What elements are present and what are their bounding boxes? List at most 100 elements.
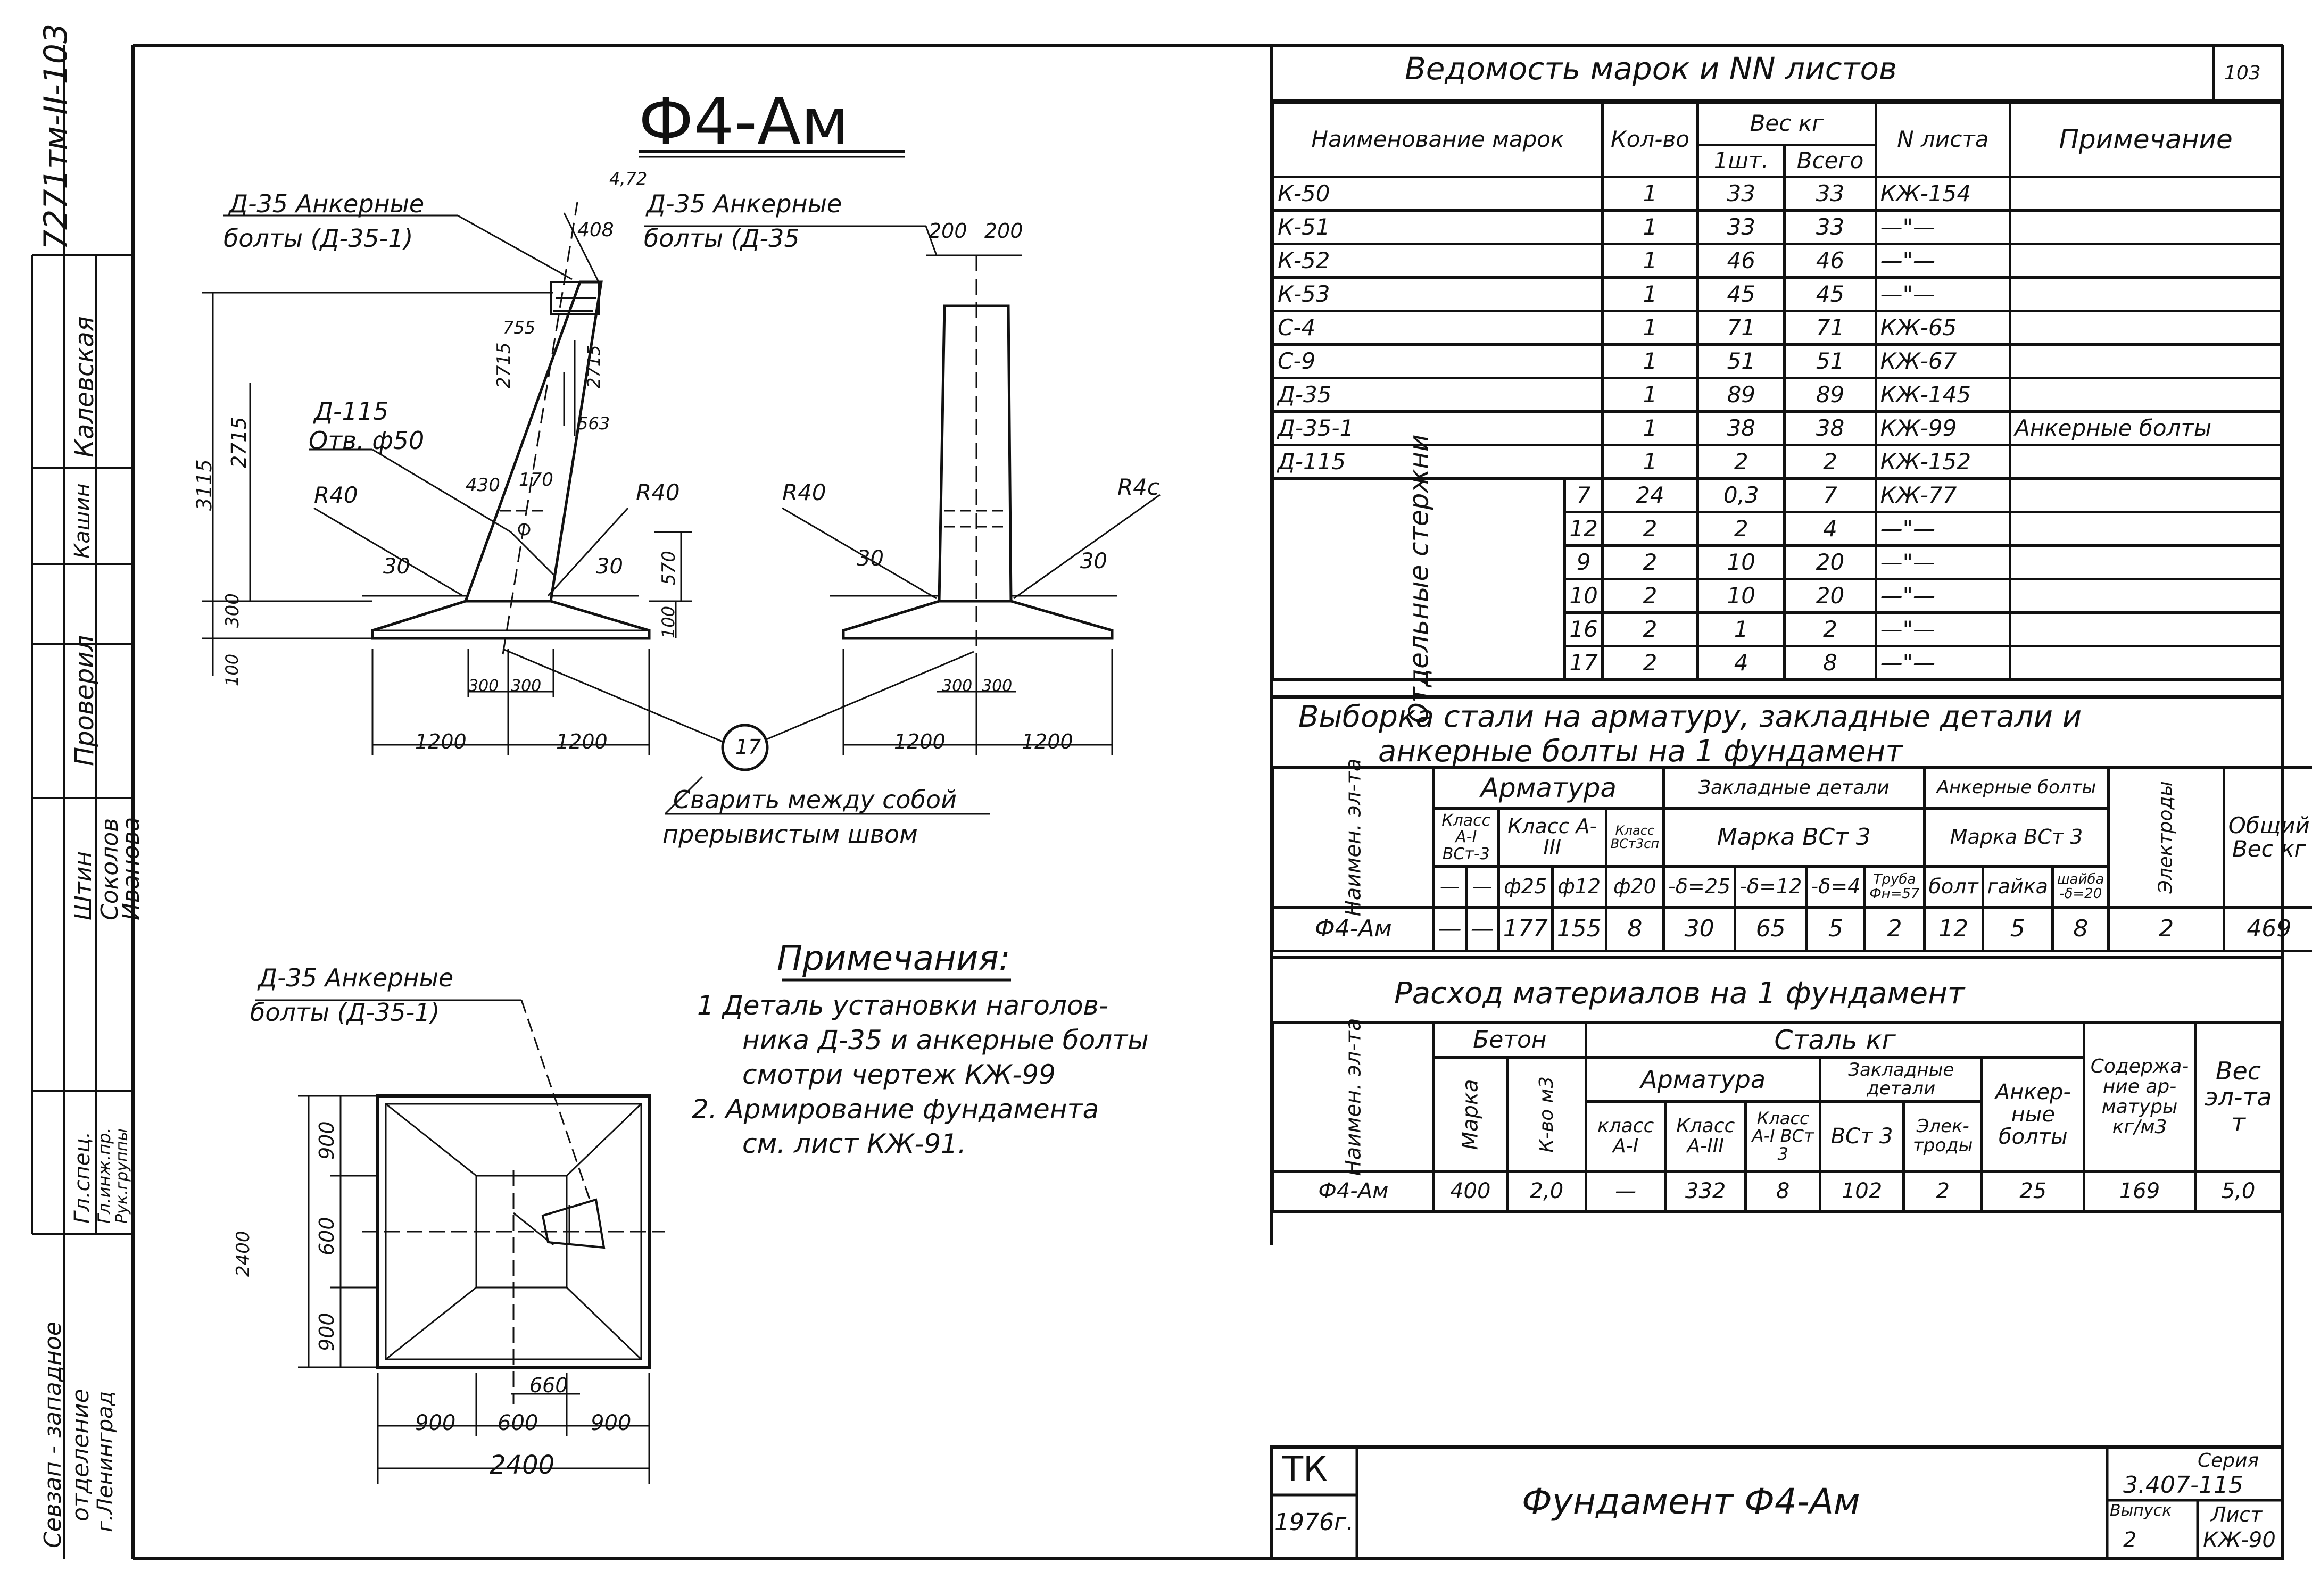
cell: 177 — [1497, 905, 1554, 953]
cell-qty: 1 — [1601, 444, 1700, 480]
sub-header: -δ=12 — [1734, 864, 1808, 909]
cell-sheet: —"— — [1874, 544, 2012, 580]
col-header: Класс А-III — [1497, 807, 1607, 868]
cell-sheet: —"— — [1874, 578, 2012, 614]
cell-unit: 89 — [1696, 377, 1786, 413]
dimension: 1200 — [415, 730, 467, 753]
cell-sheet: КЖ-99 — [1874, 410, 2012, 446]
sub-header: ф25 — [1497, 864, 1554, 909]
col-header: Общий Вес кг — [2222, 766, 2312, 909]
cell: Ф4-Ам — [1272, 905, 1435, 953]
cell-sheet: КЖ-67 — [1874, 343, 2012, 379]
cell-sheet: —"— — [1874, 243, 2012, 279]
col-header: 1шт. — [1696, 144, 1786, 178]
cell-note — [2009, 310, 2283, 346]
cell-name: К-53 — [1272, 276, 1604, 312]
cell-unit: 0,3 — [1696, 477, 1786, 513]
notes-line: 1 Деталь установки наголов- — [697, 990, 1109, 1021]
cell-sheet: —"— — [1874, 209, 2012, 245]
cell-qty: 2 — [1601, 611, 1700, 647]
cell: 8 — [1744, 1169, 1822, 1213]
table3-title: Расход материалов на 1 фундамент — [1394, 976, 1965, 1011]
col-header: Закладные детали — [1819, 1056, 1984, 1103]
cell: 469 — [2222, 905, 2312, 953]
dimension: 30 — [857, 546, 884, 571]
table3: Наимен. эл-та Бетон Сталь кг Содержа-ние… — [1272, 1018, 2283, 1213]
cell-unit: 4 — [1696, 645, 1786, 681]
notes-line: 2. Армирование фундамента — [692, 1094, 1099, 1125]
cell: 8 — [1604, 905, 1665, 953]
dimension: 563 — [577, 413, 610, 434]
bolt-label: Д-35 Анкерные — [229, 189, 425, 218]
cell: 30 — [1662, 905, 1737, 953]
col-header: Примечание — [2009, 101, 2283, 178]
col-header: Наимен. эл-та — [1272, 758, 1435, 916]
sub-header: -δ=4 — [1805, 864, 1867, 909]
col-header: Кол-во — [1601, 101, 1700, 178]
col-header: N листа — [1874, 101, 2012, 178]
dimension: 2400 — [490, 1450, 555, 1480]
sub-header: Труба Фн=57 — [1863, 864, 1926, 909]
cell-qty: 1 — [1601, 377, 1700, 413]
cell: 65 — [1734, 905, 1808, 953]
cell-name: С-4 — [1272, 310, 1604, 346]
cell: 5,0 — [2194, 1169, 2283, 1213]
cell-qty: 2 — [1601, 544, 1700, 580]
cell-note — [2009, 645, 2283, 681]
stamp-issue: 2 — [2123, 1528, 2137, 1552]
cell: 102 — [1819, 1169, 1905, 1213]
sub-header: — — [1432, 864, 1468, 909]
sub-header: гайка — [1981, 864, 2054, 909]
dimension: 30 — [1080, 549, 1107, 573]
cell-unit: 33 — [1696, 176, 1786, 212]
dimension: 1200 — [894, 730, 946, 753]
cell-name: 7 — [1563, 477, 1604, 513]
cell-name: Д-115 — [1272, 444, 1604, 480]
dimension: 300 — [982, 677, 1013, 695]
cell-total: 2 — [1783, 611, 1877, 647]
col-header: Наименование марок — [1272, 101, 1604, 178]
col-header: Марка ВСт 3 — [1922, 807, 2110, 868]
cell-unit: 45 — [1696, 276, 1786, 312]
col-header: Сталь кг — [1585, 1021, 2086, 1059]
col-header: Элек-троды — [1902, 1100, 1984, 1173]
dimension: 300 — [511, 677, 542, 695]
cell-sheet: —"— — [1874, 611, 2012, 647]
dimension: 200 — [984, 219, 1023, 243]
dimension: 1200 — [1022, 730, 1073, 753]
cell-name: 12 — [1563, 511, 1604, 547]
cell-note — [2009, 611, 2283, 647]
sub-header: -δ=25 — [1662, 864, 1737, 909]
cell: 25 — [1980, 1169, 2086, 1213]
group-label-cell: Отдельные стержни — [1271, 435, 1567, 724]
table1-title: Ведомость марок и NN листов — [1405, 51, 1897, 87]
cell-note — [2009, 444, 2283, 480]
cell-qty: 1 — [1601, 243, 1700, 279]
col-header: Анкерные болты — [1922, 766, 2110, 810]
sub-header: шайба -δ=20 — [2051, 864, 2110, 909]
row-header-label: Марка — [1458, 1078, 1483, 1150]
cell-name: 9 — [1563, 544, 1604, 580]
cell-qty: 1 — [1601, 343, 1700, 379]
cell-qty: 1 — [1601, 310, 1700, 346]
col-header: Вес кг — [1696, 101, 1877, 146]
table2-title: анкерные болты на 1 фундамент — [1378, 734, 1903, 769]
bolt-label: болты (Д-35 — [644, 224, 800, 253]
stamp-series: 3.407-115 — [2123, 1472, 2243, 1499]
cell: 332 — [1664, 1169, 1747, 1213]
col-header: Закладные детали — [1662, 766, 1926, 810]
sub-header: ф12 — [1551, 864, 1607, 909]
col-header: Содержа-ние ар-матуры кг/м3 — [2083, 1021, 2197, 1173]
bolt-label: болты (Д-35-1) — [223, 224, 413, 253]
col-header: Марка — [1432, 1056, 1509, 1173]
dimension: 170 — [519, 469, 553, 491]
table2-title: Выборка стали на арматуру, закладные дет… — [1298, 700, 2082, 734]
cell-name: 10 — [1563, 578, 1604, 614]
